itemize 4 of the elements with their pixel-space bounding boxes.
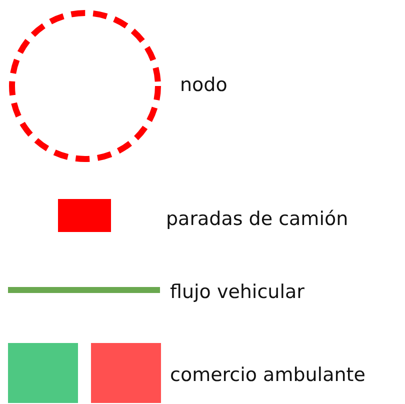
legend-label: comercio ambulante xyxy=(170,363,366,387)
legend-label: nodo xyxy=(180,73,228,97)
legend-label: paradas de camión xyxy=(166,207,348,231)
legend-label: flujo vehicular xyxy=(170,280,304,304)
